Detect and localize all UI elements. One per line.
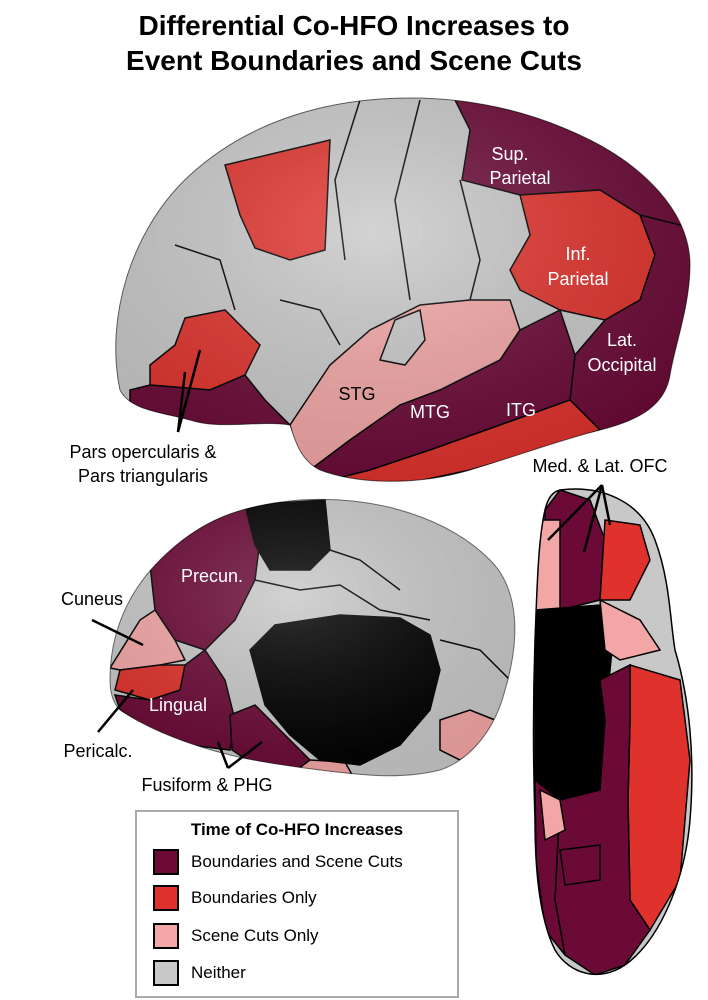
figure-title: Differential Co-HFO Increases to Event B… [0,8,708,78]
legend-label-both: Boundaries and Scene Cuts [191,852,403,871]
label-sup-parietal-1: Sup. [491,144,528,164]
pointer-pericalcarine [97,689,134,733]
title-line-2: Event Boundaries and Scene Cuts [126,45,582,76]
label-stg: STG [338,384,375,404]
pointer-fusiform-2 [227,741,263,769]
label-cuneus: Cuneus [61,589,123,609]
label-inf-parietal-1: Inf. [565,244,590,264]
label-precuneus: Precun. [181,566,243,586]
pointer-ofc-2 [582,484,604,553]
lateral-shading [115,97,691,482]
legend-swatch-both [153,849,179,875]
region-temporal-pole [599,598,662,661]
legend-item-both: Boundaries and Scene Cuts [153,848,403,876]
region-ventral-phg [539,788,566,842]
legend-swatch-boundaries-only [153,885,179,911]
label-sup-parietal-2: Parietal [489,168,550,188]
region-lateral-ofc [599,519,651,601]
legend-item-boundaries-only: Boundaries Only [153,884,317,912]
label-mtg: MTG [410,402,450,422]
region-ventral-fusiform [554,663,651,975]
label-lat-occipital-2: Occipital [587,355,656,375]
label-pars-1: Pars opercularis & [69,442,216,462]
pointer-fusiform-1 [216,741,230,769]
legend-title: Time of Co-HFO Increases [190,820,404,839]
legend-item-neither: Neither [153,959,246,987]
lateral-brain-view: Sup. Parietal Inf. Parietal Lat. Occipit… [69,97,691,486]
legend: Time of Co-HFO Increases Boundaries and … [135,810,459,998]
ventral-outline [532,488,693,976]
legend-swatch-neither [153,960,179,986]
legend-item-scene-cuts-only: Scene Cuts Only [153,922,319,950]
label-lingual: Lingual [149,695,207,715]
pointer-cuneus [91,618,144,647]
pointer-pars-2 [176,371,187,433]
title-line-1: Differential Co-HFO Increases to [138,10,570,41]
medial-brain-view: Precun. Cuneus Lingual Pericalc. Fusifor… [61,498,516,795]
label-itg: ITG [506,400,536,420]
legend-label-scene-cuts-only: Scene Cuts Only [191,926,319,945]
label-ofc: Med. & Lat. OFC [532,456,667,476]
region-unmapped-ventral [534,604,613,801]
region-ventral-border [559,844,601,886]
label-pars-2: Pars triangularis [78,466,208,486]
pointer-ofc-3 [600,484,612,526]
pointer-pars-1 [176,349,202,433]
medial-shading [109,498,516,777]
region-ventral-itg [627,663,691,932]
legend-swatch-scene-cuts-only [153,923,179,949]
legend-label-neither: Neither [191,963,246,982]
ventral-brain-view: Med. & Lat. OFC [532,456,693,976]
pointer-ofc-1 [547,484,603,541]
label-lat-occipital-1: Lat. [607,330,637,350]
label-inf-parietal-2: Parietal [547,269,608,289]
label-fusiform-phg: Fusiform & PHG [141,775,272,795]
label-pericalcarine: Pericalc. [63,741,132,761]
legend-label-boundaries-only: Boundaries Only [191,888,317,907]
